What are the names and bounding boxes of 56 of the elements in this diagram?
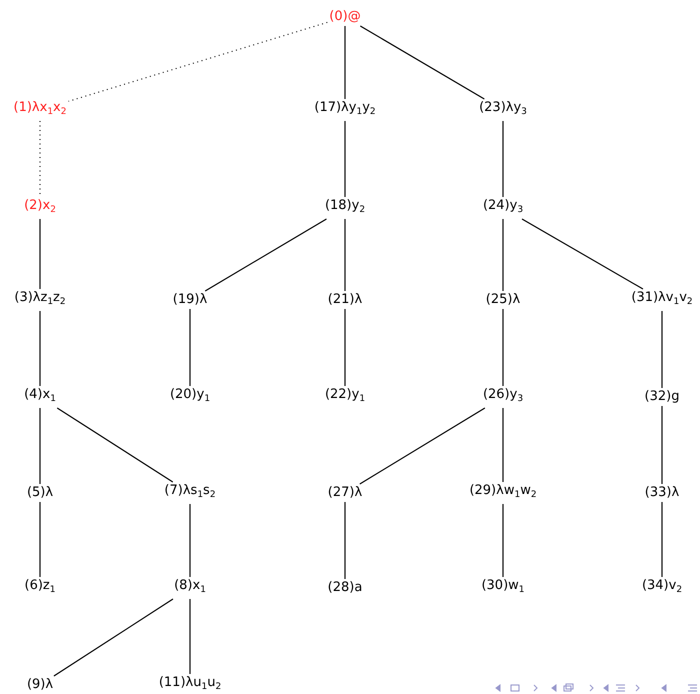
tree-edge	[68, 22, 328, 102]
tree-edge	[189, 309, 191, 386]
tree-node-label: (24)y$_{3}$	[480, 197, 526, 219]
tree-node-label: (1)λx$_{1}$x$_{2}$	[12, 99, 68, 121]
tree-node-label: (29)λw$_{1}$w$_{2}$	[467, 482, 539, 504]
tree-edge	[661, 406, 663, 484]
tree-edge	[344, 121, 346, 197]
tree-edge	[344, 502, 346, 579]
tree-node-label: (17)λy$_{1}$y$_{2}$	[312, 99, 378, 121]
tree-node-label: (3)λz$_{1}$z$_{2}$	[12, 289, 68, 311]
tree-edge	[360, 26, 485, 100]
tree-edge	[360, 408, 486, 484]
tree-edge	[204, 218, 327, 292]
tree-node-label: (33)λ	[642, 484, 682, 502]
tree-edge	[344, 26, 346, 99]
tree-node-label: (6)z$_{1}$	[22, 577, 58, 599]
tree-edge	[502, 309, 504, 386]
tree-node-label: (0)@	[327, 8, 363, 26]
tree-edge	[344, 309, 346, 386]
tree-node-label: (28)a	[326, 579, 364, 597]
tree-edge	[502, 219, 504, 291]
tree-node-label: (4)x$_{1}$	[22, 386, 58, 408]
tree-node-label: (26)y$_{3}$	[480, 386, 526, 408]
tree-node-label: (5)λ	[24, 484, 56, 502]
tree-node-label: (22)y$_{1}$	[322, 386, 368, 408]
tree-edge	[344, 219, 346, 291]
tree-node-label: (2)x$_{2}$	[22, 197, 58, 219]
tree-node-label: (34)v$_{2}$	[640, 577, 684, 599]
tree-node-label: (21)λ	[326, 291, 364, 309]
tree-node-label: (19)λ	[170, 291, 210, 309]
tree-edge	[189, 504, 191, 577]
tree-node-label: (8)x$_{1}$	[172, 577, 208, 599]
tree-node-label: (9)λ	[24, 676, 56, 694]
tree-edge	[502, 121, 504, 197]
tree-node-label: (7)λs$_{1}$s$_{2}$	[162, 482, 218, 504]
tree-edge	[502, 504, 504, 577]
tree-edge	[189, 599, 191, 674]
tree-node-label: (27)λ	[326, 484, 364, 502]
tree-edge	[39, 502, 41, 577]
tree-edge	[661, 311, 663, 388]
tree-edge	[39, 408, 41, 484]
tree-edge	[661, 502, 663, 577]
tree-node-label: (18)y$_{2}$	[322, 197, 368, 219]
tree-node-label: (23)λy$_{3}$	[477, 99, 529, 121]
tree-node-label: (32)g	[642, 388, 682, 406]
tree-edge	[56, 408, 174, 482]
tree-edge	[502, 408, 504, 482]
tree-node-label: (30)w$_{1}$	[479, 577, 527, 599]
tree-edge	[54, 598, 174, 676]
tree-edge	[39, 311, 41, 386]
tree-node-label: (31)λv$_{1}$v$_{2}$	[629, 289, 695, 311]
tree-node-label: (20)y$_{1}$	[168, 386, 212, 408]
tree-edge	[522, 218, 644, 290]
tree-edge	[39, 219, 41, 289]
tree-node-label: (25)λ	[484, 291, 522, 309]
tree-node-label: (11)λu$_{1}$u$_{2}$	[156, 674, 224, 694]
